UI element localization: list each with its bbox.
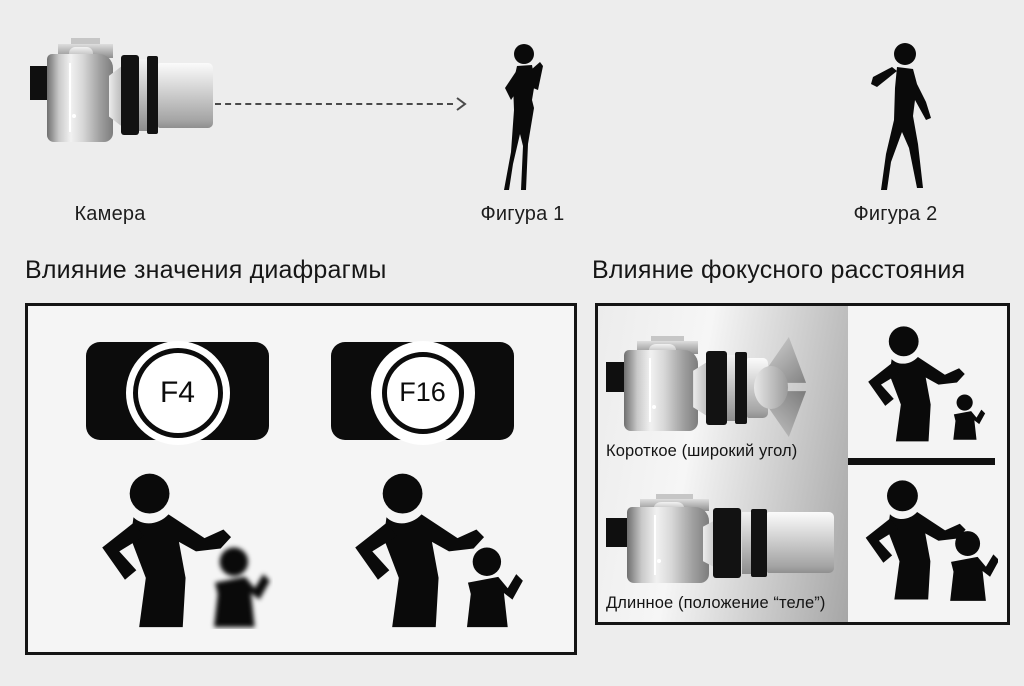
camera-wide-angle-lens-icon	[606, 336, 811, 438]
aperture-value: F16	[381, 351, 464, 434]
figure2-label: Фигура 2	[853, 203, 938, 225]
adult-child-silhouette-icon-large-child	[851, 476, 998, 601]
camera-label: Камера	[74, 203, 146, 225]
camera-lens-ring	[713, 508, 741, 578]
camera-lens-barrel	[766, 512, 834, 573]
camera-body	[626, 507, 709, 584]
focal-section-title: Влияние фокусного расстояния	[592, 256, 966, 284]
camera-top-bar	[70, 38, 101, 46]
camera-top-bar	[651, 336, 684, 344]
camera-body-dot	[71, 114, 76, 119]
camera-lens-ring	[146, 55, 158, 135]
camera-knob	[653, 501, 684, 514]
camera-lens-cone	[108, 64, 124, 128]
aperture-value: F4	[132, 347, 223, 438]
camera-lens-ring	[726, 355, 736, 421]
long-focal-label: Длинное (положение “теле”)	[606, 594, 826, 612]
camera-telephoto-lens-icon	[606, 494, 834, 590]
camera-body-stripe	[653, 515, 656, 575]
camera-body	[46, 53, 114, 143]
camera-lens-ring	[706, 351, 727, 425]
camera-body-stripe	[649, 358, 652, 422]
camera-body-dot	[652, 405, 657, 410]
short-focal-label: Короткое (широкий угол)	[606, 442, 798, 460]
arrowhead	[456, 97, 467, 111]
adult-child-silhouette-icon-small-child	[854, 322, 996, 443]
aperture-panel: F4 F16	[25, 303, 577, 655]
results-divider	[848, 458, 995, 465]
figure1-label: Фигура 1	[480, 203, 565, 225]
man-silhouette-icon	[868, 42, 938, 192]
adult-child-silhouette-icon-blurred-child	[83, 468, 273, 629]
dashed-line	[215, 103, 453, 105]
camera-lens-ring	[750, 509, 767, 577]
camera-lens-barrel	[157, 62, 214, 128]
camera-lens-ring	[741, 512, 751, 574]
camera-body-dot	[657, 559, 662, 564]
aperture-f16-icon: F16	[331, 340, 514, 445]
camera-side-icon	[30, 38, 215, 150]
aperture-f4-icon: F4	[86, 340, 269, 445]
aperture-section-title: Влияние значения диафрагмы	[25, 256, 387, 284]
woman-silhouette-icon	[492, 42, 552, 192]
lens-front-element	[753, 365, 789, 410]
camera-body-stripe	[68, 62, 71, 133]
focal-length-panel: Короткое (широкий угол) Длинное (положен…	[595, 303, 1010, 625]
adult-child-silhouette-icon-sharp-child	[336, 468, 526, 629]
camera-lens-ring	[120, 54, 140, 136]
aperture-circle: F16	[370, 340, 475, 445]
camera-top-bar	[656, 494, 693, 501]
camera-lens-ring	[735, 352, 748, 424]
camera-lens-ring	[139, 59, 147, 131]
aperture-circle: F4	[125, 340, 230, 445]
camera-lens-cone	[693, 360, 710, 418]
camera-body	[624, 350, 699, 431]
dashed-arrow-right-icon	[215, 96, 467, 112]
